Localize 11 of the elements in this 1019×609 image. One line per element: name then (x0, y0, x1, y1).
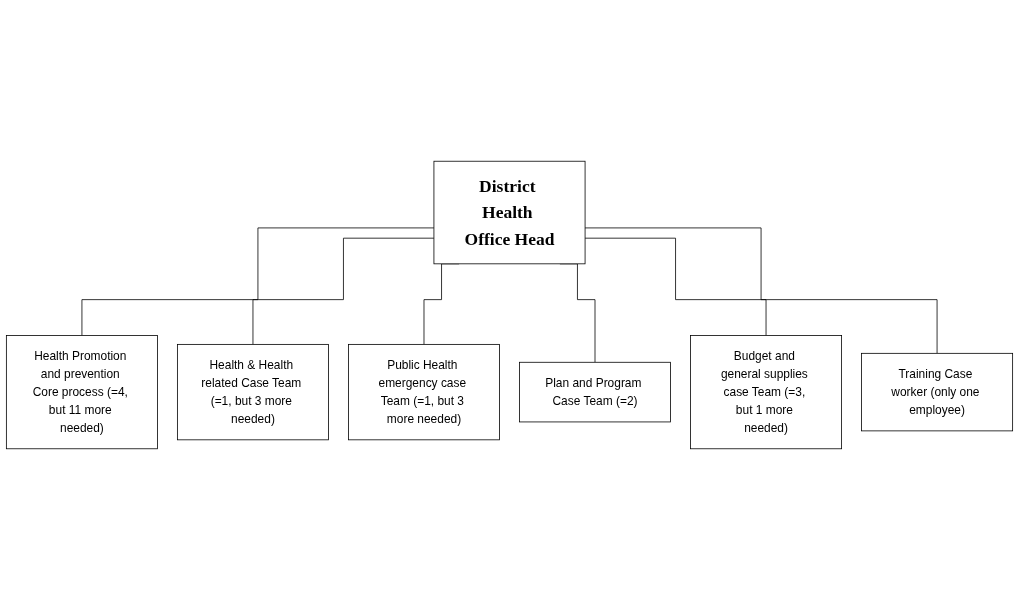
connector (252, 237, 435, 345)
connector (584, 237, 767, 336)
connector (584, 227, 938, 354)
node-box: Public Health emergency case Team (=1, but 3 more needed) (348, 343, 500, 440)
node-box: Budget and general supplies case Team (=3, but 1 more needed) (690, 334, 842, 449)
node-box: Health & Health related Case Team (=1, but 3 more needed) (177, 343, 329, 440)
node-box: Training Case worker (only one employee) (861, 352, 1014, 431)
node-box: Health Promotion and prevention Core process (=4, but 11 more needed) (5, 334, 158, 449)
connector (81, 227, 435, 336)
node-box: Plan and Program Case Team (=2) (519, 361, 671, 422)
node-box: District Health Office Head (433, 160, 586, 264)
